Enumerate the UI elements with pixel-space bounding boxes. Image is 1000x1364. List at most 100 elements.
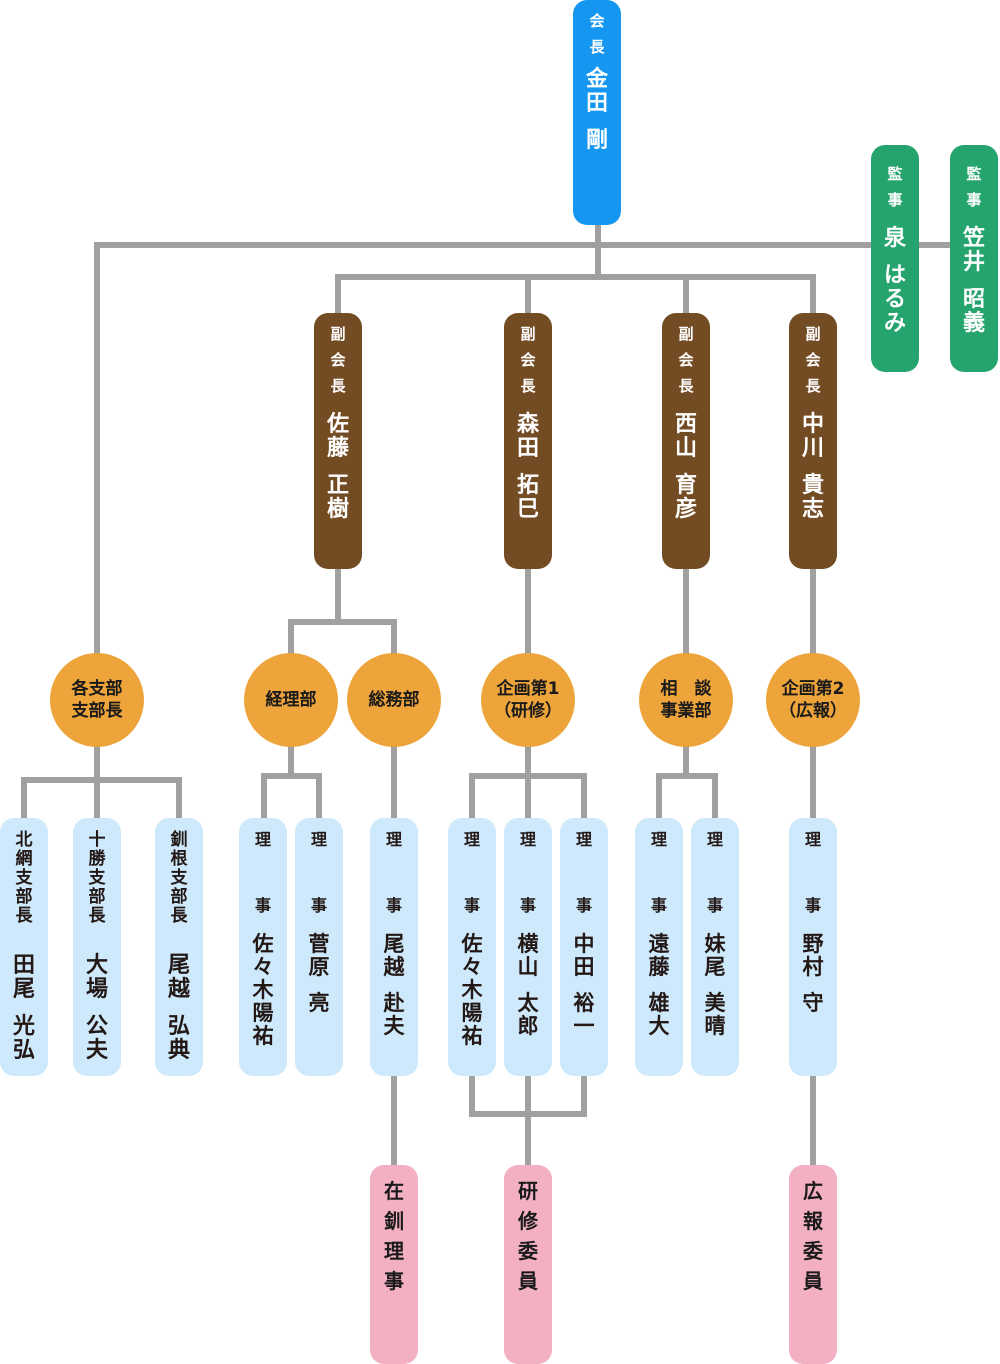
text-char: 長 xyxy=(170,906,188,926)
text-char: 尾 xyxy=(383,932,405,956)
text-char: 育 xyxy=(674,473,697,498)
text-char: る xyxy=(883,287,906,312)
text-char: 裕 xyxy=(573,991,595,1015)
director-box: 理事 尾越赴夫 xyxy=(370,818,418,1076)
dept-label-line1: 企画第2 xyxy=(781,679,845,699)
committee-box-training: 研修委員 xyxy=(504,1165,552,1364)
text-char: 事 xyxy=(519,896,536,915)
text-char: 尾 xyxy=(704,955,726,979)
text-char: 部 xyxy=(88,887,106,907)
vice-president-box-nakagawa: 副会長 中川貴志 xyxy=(789,313,837,569)
text-char: 西 xyxy=(674,412,697,437)
text-char: 佐 xyxy=(461,932,483,956)
text-char: 事 xyxy=(887,191,903,209)
text-char: 尾 xyxy=(12,977,35,1002)
president-name: 金田剛 xyxy=(586,69,608,154)
branch-head-box-tokachi: 十勝支部長 大場公夫 xyxy=(73,818,121,1076)
text-char: 修 xyxy=(518,1209,538,1233)
committee-label: 在釧理事 xyxy=(384,1181,404,1291)
committee-label: 研修委員 xyxy=(518,1181,538,1291)
text-char: 支 xyxy=(170,868,188,888)
dept-label-line2: （研修） xyxy=(494,701,562,721)
text-char: 祐 xyxy=(461,1024,483,1048)
text-char: 太 xyxy=(517,991,539,1015)
text-char: 長 xyxy=(678,377,694,395)
text-char: 泉 xyxy=(883,226,906,251)
text-char: 長 xyxy=(520,377,536,395)
president-role: 会長 xyxy=(589,14,604,55)
text-char: 理 xyxy=(650,830,667,849)
text-char: 田 xyxy=(516,436,539,461)
text-char: 会 xyxy=(330,351,346,369)
text-char: 釧 xyxy=(384,1209,404,1233)
director-name: 佐々木陽祐 xyxy=(462,934,483,1049)
branch-head-name: 大場公夫 xyxy=(86,955,108,1064)
director-name: 遠藤雄大 xyxy=(649,934,670,1039)
text-char: 晴 xyxy=(704,1014,726,1038)
connector xyxy=(335,274,816,316)
text-char: 研 xyxy=(518,1179,538,1203)
vice-president-role: 副会長 xyxy=(805,327,820,394)
text-char: 金 xyxy=(585,67,608,92)
auditor-role: 監事 xyxy=(966,167,981,208)
text-char: 祐 xyxy=(252,1024,274,1048)
director-role: 理事 xyxy=(805,832,821,914)
director-name: 佐々木陽祐 xyxy=(253,934,274,1049)
branch-head-name: 尾越弘典 xyxy=(168,955,190,1064)
director-box: 理事 遠藤雄大 xyxy=(635,818,683,1076)
text-char: 支 xyxy=(15,868,33,888)
dept-consultation: 相 談 事業部 xyxy=(639,653,733,747)
text-char: 木 xyxy=(252,978,274,1002)
text-char: 副 xyxy=(330,325,346,343)
text-char: 越 xyxy=(383,955,405,979)
text-char: 陽 xyxy=(252,1001,274,1025)
branch-head-role: 釧根支部長 xyxy=(171,832,188,927)
text-char: 北 xyxy=(15,830,33,850)
director-role: 理事 xyxy=(386,832,402,914)
text-char: 部 xyxy=(170,887,188,907)
branch-head-box-senkon: 釧根支部長 尾越弘典 xyxy=(155,818,203,1076)
director-box: 理事 菅原亮 xyxy=(295,818,343,1076)
president-box: 会長 金田剛 xyxy=(573,0,621,225)
director-name: 菅原亮 xyxy=(309,934,330,1016)
committee-box-pr: 広報委員 xyxy=(789,1165,837,1364)
text-char: 中 xyxy=(573,932,595,956)
connector xyxy=(94,242,950,676)
text-char: 会 xyxy=(678,351,694,369)
text-char: 田 xyxy=(573,955,595,979)
vice-president-role: 副会長 xyxy=(330,327,345,394)
text-char: 山 xyxy=(517,955,539,979)
text-char: 報 xyxy=(803,1209,823,1233)
text-char: 村 xyxy=(802,955,824,979)
text-char: 長 xyxy=(88,906,106,926)
dept-label-line1: 企画第1 xyxy=(496,679,560,699)
text-char: 理 xyxy=(463,830,480,849)
director-box: 理事 中田裕一 xyxy=(560,818,608,1076)
vice-president-name: 中川貴志 xyxy=(802,414,824,523)
auditor-box-kasai: 監事 笠井昭義 xyxy=(950,145,998,372)
dept-label-line1: 相 談 xyxy=(660,679,712,699)
text-char: 志 xyxy=(801,497,824,522)
text-char: 理 xyxy=(385,830,402,849)
vice-president-role: 副会長 xyxy=(678,327,693,394)
vice-president-name: 西山育彦 xyxy=(675,414,697,523)
text-char: 正 xyxy=(326,473,349,498)
connector xyxy=(261,773,322,821)
text-char: 藤 xyxy=(326,436,349,461)
text-char: 事 xyxy=(575,896,592,915)
text-char: 陽 xyxy=(461,1001,483,1025)
text-char: 網 xyxy=(15,849,33,869)
director-box: 理事 横山太郎 xyxy=(504,818,552,1076)
text-char: 野 xyxy=(802,932,824,956)
vice-president-box-nishiyama: 副会長 西山育彦 xyxy=(662,313,710,569)
dept-label-line1: 総務部 xyxy=(368,690,420,710)
text-char: 守 xyxy=(802,991,824,1015)
director-name: 尾越赴夫 xyxy=(384,934,405,1039)
text-char: 十 xyxy=(88,830,106,850)
text-char: 理 xyxy=(384,1239,404,1263)
text-char: 原 xyxy=(308,955,330,979)
text-char: 美 xyxy=(704,991,726,1015)
director-box: 理事 野村守 xyxy=(789,818,837,1076)
text-char: 委 xyxy=(803,1239,823,1263)
text-char: 亮 xyxy=(308,991,330,1015)
